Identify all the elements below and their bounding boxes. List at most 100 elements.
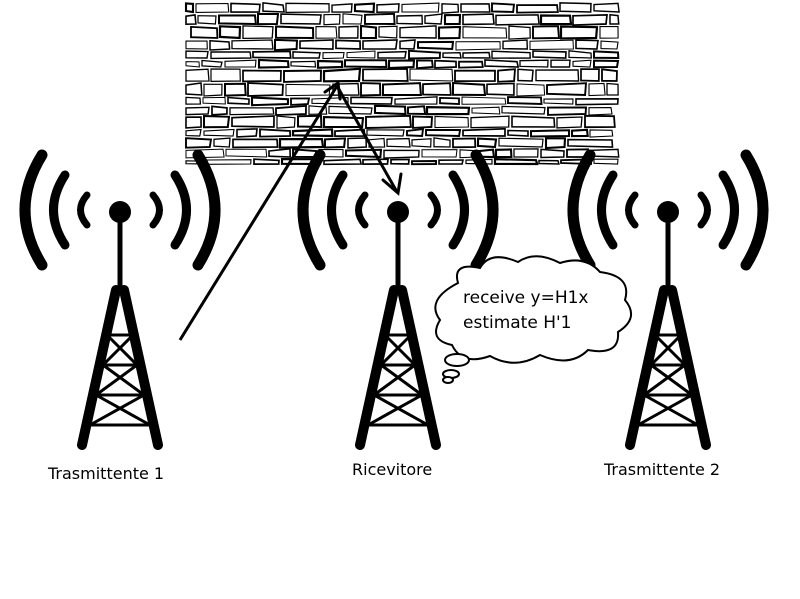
thought-bubble-text: receive y=H1x estimate H'1 [463,286,589,336]
wall-stone [396,14,424,25]
wall-stone [338,25,359,39]
wall-stone [559,2,592,13]
wall-stone [345,148,383,159]
wall-stone [452,81,487,97]
wall-stone [224,59,257,68]
wall-stone [593,50,620,60]
wall-stone [197,15,217,25]
wall-stone [231,39,274,50]
wall-stone [462,26,508,39]
wall-stone [350,96,393,105]
wall-stone [575,97,619,106]
wall-stone [399,25,437,39]
wall-stone [210,51,252,60]
wall-stone [599,26,619,39]
wall-stone [315,26,338,39]
wall-stone [455,41,501,51]
wall-stone [538,159,560,165]
wall-stone [593,2,620,13]
wall-stone [601,68,618,82]
wall-stone [412,115,434,129]
wall-stone [334,128,366,138]
wall-stone [227,96,250,105]
wall-stone [441,3,460,14]
wall-stone [507,129,529,137]
wall-stone [378,25,398,39]
wall-stone [559,25,599,40]
wall-stone [203,114,231,129]
wall-stone [550,59,571,68]
wall-stone [213,137,231,148]
wall-stone [210,68,241,83]
wall-stone [373,104,407,116]
wall-stone [335,39,362,50]
wall-stone [497,68,516,83]
wall-stone [362,158,389,165]
wall-stone [543,98,574,105]
wall-stone [347,137,368,149]
wall-stone [203,128,235,137]
wall-stone [185,13,197,26]
wall-stone [438,159,465,165]
wall-stone [316,59,344,69]
wall-stone [366,129,405,137]
wall-stone [211,105,228,116]
wall-stone [532,50,567,59]
wall-stone [230,2,261,13]
wall-stone [359,24,378,40]
wall-stone [185,96,202,105]
wall-stone [225,148,268,158]
wall-stone [365,114,412,129]
wall-stone [201,59,223,68]
wall-stone [535,69,580,82]
wall-stone [275,25,315,40]
wall-stone [280,13,322,25]
wall-stone [530,129,570,138]
wall-stone [206,159,252,165]
wall-stone [185,61,200,68]
wall-stone [589,129,614,138]
wall-stone [253,158,280,165]
wall-stone [323,13,341,26]
wall-stone [507,96,543,105]
wall-stone [236,128,258,138]
wall-stone [362,67,409,82]
wall-stone [529,39,574,51]
wall-stone [257,12,280,26]
wall-stone [434,59,457,69]
wall-stone [494,148,513,159]
wall-stone [190,25,219,39]
wall-stone [411,138,432,148]
wall-stone [584,114,616,129]
wall-stone [452,137,477,149]
wall-stone [580,68,600,82]
wall-stone [185,68,210,82]
wall-stone [257,58,290,69]
wall-stone [185,106,210,116]
wall-stone [411,160,437,166]
wall-stone [546,82,588,96]
wall-stone [532,25,561,40]
wall-stone [461,96,507,105]
wall-stone [401,2,440,13]
wall-stone [322,67,362,83]
wall-stone [242,25,274,40]
wall-stone [382,82,422,96]
wall-stone [462,51,491,59]
wall-stone [433,137,451,148]
wall-stone [422,82,452,96]
wall-stone [262,2,285,13]
transmitter-1-label: Trasmittente 1 [48,464,165,483]
wall-stone [454,69,496,83]
wall-stone [443,13,462,26]
wall-stone [588,107,613,116]
wall-stone [252,50,292,59]
stone-wall [184,2,620,166]
wall-stone [377,50,407,59]
wall-stone [539,14,573,26]
wall-stone [572,59,592,68]
wall-stone [568,50,592,59]
wall-stone [360,82,382,97]
